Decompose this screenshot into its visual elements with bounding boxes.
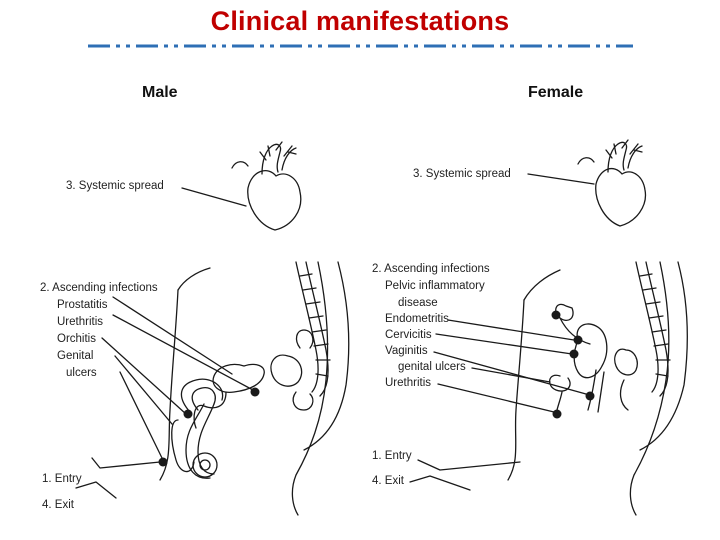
male-label-systemic-spread: 3. Systemic spread — [66, 180, 164, 192]
female-label-endometritis: Endometritis — [385, 313, 449, 325]
male-body-outline — [159, 261, 350, 516]
slide-title: Clinical manifestations — [210, 6, 510, 36]
female-label-pid-line2: disease — [398, 297, 438, 309]
female-label-pid-line1: Pelvic inflammatory — [385, 280, 485, 292]
female-label-vaginitis: Vaginitis — [385, 345, 428, 357]
anatomy-diagram — [75, 139, 688, 516]
female-label-entry: 1. Entry — [372, 450, 412, 462]
female-heart-illustration — [577, 139, 647, 227]
male-label-urethritis: Urethritis — [57, 316, 104, 328]
female-label-ascending-infections: 2. Ascending infections — [372, 263, 490, 275]
title-underline — [88, 44, 633, 48]
male-infection-dots — [158, 387, 260, 467]
female-spine — [635, 261, 671, 397]
female-label-cervicitis: Cervicitis — [385, 329, 432, 341]
male-heart-illustration — [231, 141, 302, 231]
female-pelvic-organs — [549, 303, 638, 417]
female-infection-dots — [551, 310, 595, 419]
male-label-exit: 4. Exit — [42, 499, 74, 511]
male-label-prostatitis: Prostatitis — [57, 299, 108, 311]
female-label-exit: 4. Exit — [372, 475, 404, 487]
male-spine — [295, 261, 331, 397]
male-label-ascending-infections: 2. Ascending infections — [40, 282, 158, 294]
female-heading: Female — [528, 84, 584, 101]
male-label-ulcers: ulcers — [66, 367, 97, 379]
male-label-orchitis: Orchitis — [57, 333, 96, 345]
male-heading: Male — [142, 84, 178, 101]
male-pelvic-organs — [171, 329, 314, 479]
male-label-entry: 1. Entry — [42, 473, 82, 485]
female-label-systemic-spread: 3. Systemic spread — [413, 168, 511, 180]
male-leader-lines — [75, 187, 254, 499]
female-body-outline — [507, 261, 688, 516]
female-label-genital-ulcers: genital ulcers — [398, 361, 466, 373]
female-label-urethritis: Urethritis — [385, 377, 432, 389]
female-leader-lines — [409, 173, 595, 491]
male-label-genital: Genital — [57, 350, 94, 362]
